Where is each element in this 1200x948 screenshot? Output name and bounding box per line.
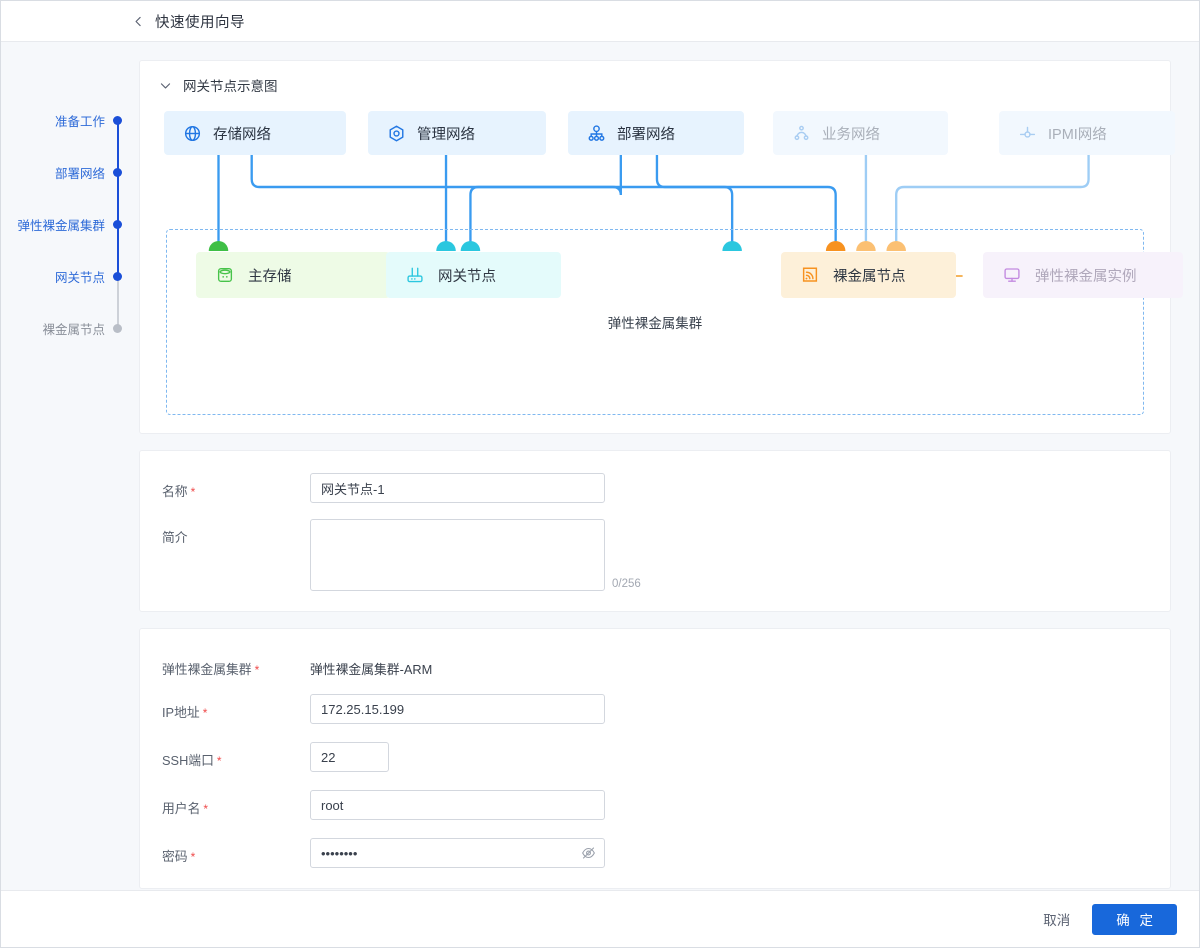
stepper-item-deploy-network[interactable]: 部署网络 [1,163,131,181]
description-textarea[interactable] [310,519,605,591]
stepper-label: 网关节点 [54,270,105,285]
diagram-collapse-header[interactable]: 网关节点示意图 [140,61,1170,101]
node-box-label: 弹性裸金属实例 [1035,268,1137,285]
chevron-down-icon[interactable] [158,78,172,92]
username-label: 用户名* [162,801,209,816]
network-box-storage[interactable]: 存储网络 [164,111,346,155]
name-label: 名称* [162,484,196,499]
required-marker: * [202,706,208,720]
password-input[interactable] [310,838,605,868]
stepper-dot-icon [113,323,122,333]
connection-info-card: 弹性裸金属集群* 弹性裸金属集群-ARM IP地址* SSH端口* [139,628,1171,889]
description-wrapper: 0/256 [310,519,641,591]
character-counter: 0/256 [612,578,641,590]
content-column: 网关节点示意图 [131,42,1199,890]
diagram-card: 网关节点示意图 [139,60,1183,434]
stepper-item-bare-metal-cluster[interactable]: 弹性裸金属集群 [1,215,131,233]
node-box-gateway[interactable]: 网关节点 [386,252,561,298]
monitor-icon [1001,264,1023,286]
username-input[interactable] [310,790,605,820]
stepper-label: 部署网络 [54,166,105,181]
stepper-dot-icon [113,167,122,177]
basic-info-card: 名称* 简介 0/256 [139,450,1171,612]
page-header: 快速使用向导 [1,1,1199,42]
ip-address-input[interactable] [310,694,605,724]
form-row-ssh-port: SSH端口* [140,742,1170,772]
password-label: 密码* [162,849,196,864]
network-box-label: 管理网络 [417,126,475,143]
ipmi-axis-icon [1017,123,1037,143]
description-label: 简介 [162,530,188,545]
stepper-connector-3 [117,228,119,280]
name-input[interactable] [310,473,605,503]
cluster-region: 主存储 网关节点 裸金属节点 [166,229,1183,415]
node-box-bare-metal[interactable]: 裸金属节点 [781,252,956,298]
globe-icon [182,123,202,143]
network-box-label: 存储网络 [213,126,271,143]
stepper-dot-icon [113,271,122,281]
diagram-title: 网关节点示意图 [183,79,278,94]
form-row-ip: IP地址* [140,694,1170,724]
node-box-bare-metal-instance[interactable]: 弹性裸金属实例 [983,252,1183,298]
content-scrollbar[interactable] [1193,42,1199,890]
database-icon [214,264,236,286]
required-marker: * [254,663,260,677]
confirm-button[interactable]: 确 定 [1092,903,1177,935]
stepper-item-preparation[interactable]: 准备工作 [1,111,131,129]
stepper-item-gateway-node[interactable]: 网关节点 [1,267,131,285]
hexagon-target-icon [386,123,406,143]
required-marker: * [190,485,196,499]
node-box-label: 网关节点 [438,268,496,285]
form-row-username: 用户名* [140,790,1170,820]
required-marker: * [216,754,222,768]
node-box-label: 裸金属节点 [833,268,906,285]
cluster-caption: 弹性裸金属集群 [607,316,703,331]
eye-off-icon[interactable] [581,846,596,861]
password-wrapper [310,838,605,868]
stepper-label: 准备工作 [54,114,105,129]
stepper-connector-4 [117,280,119,332]
cluster-value: 弹性裸金属集群-ARM [310,662,433,677]
page-body: 准备工作 部署网络 弹性裸金属集群 网关节点 裸金属节点 [1,42,1199,890]
form-row-description: 简介 0/256 [140,519,1170,591]
cancel-button[interactable]: 取消 [1037,904,1076,935]
node-box-label: 主存储 [248,268,292,285]
ip-label: IP地址* [162,705,208,720]
form-row-password: 密码* [140,838,1170,868]
form-row-cluster: 弹性裸金属集群* 弹性裸金属集群-ARM [140,651,1170,678]
cluster-label: 弹性裸金属集群* [162,662,260,677]
ssh-port-label: SSH端口* [162,753,222,768]
cloud-node-icon [791,123,811,143]
stepper-connector-2 [117,176,119,228]
stepper-label: 裸金属节点 [42,322,105,337]
network-box-label: 业务网络 [822,126,880,143]
network-box-deploy[interactable]: 部署网络 [568,111,744,155]
ssh-port-input[interactable] [310,742,389,772]
network-box-label: 部署网络 [617,126,675,143]
stepper-dot-icon [113,115,122,125]
form-row-name: 名称* [140,473,1170,503]
router-icon [404,264,426,286]
signal-icon [799,264,821,286]
wizard-stepper: 准备工作 部署网络 弹性裸金属集群 网关节点 裸金属节点 [1,42,131,890]
required-marker: * [190,850,196,864]
stepper-connector-1 [117,124,119,176]
stepper-label: 弹性裸金属集群 [17,218,105,233]
network-box-business[interactable]: 业务网络 [773,111,948,155]
stepper-dot-icon [113,219,122,229]
sitemap-icon [586,123,606,143]
network-box-label: IPMI网络 [1048,126,1107,143]
required-marker: * [203,802,209,816]
dialog-footer: 取消 确 定 [1,890,1199,947]
chevron-left-icon[interactable] [131,14,145,28]
network-box-management[interactable]: 管理网络 [368,111,546,155]
stepper-item-bare-metal-node[interactable]: 裸金属节点 [1,319,131,337]
network-box-ipmi[interactable]: IPMI网络 [999,111,1175,155]
node-box-primary-storage[interactable]: 主存储 [196,252,390,298]
network-topology-diagram: 存储网络 管理网络 部署网络 [156,101,1183,419]
page-title: 快速使用向导 [155,14,245,31]
